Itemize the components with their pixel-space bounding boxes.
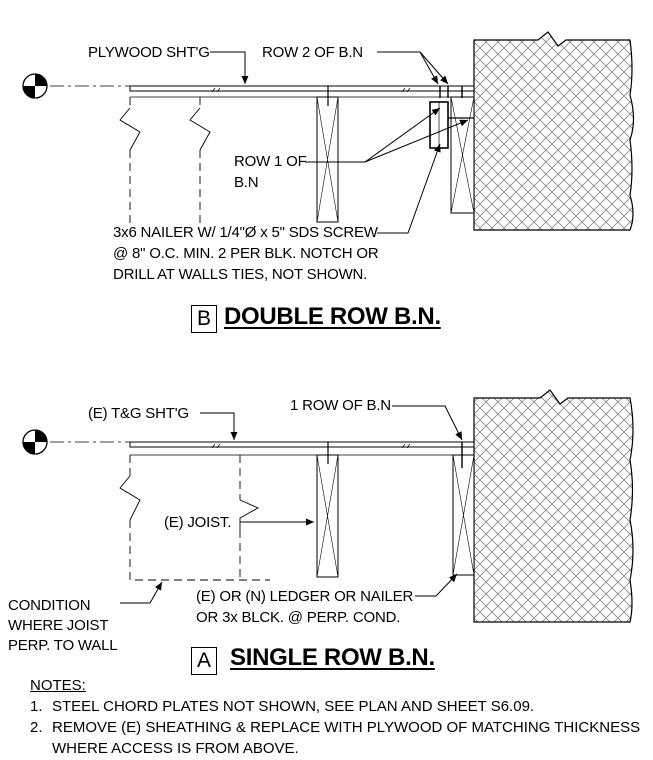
- note-text: STEEL CHORD PLATES NOT SHOWN, SEE PLAN A…: [52, 698, 535, 715]
- sheathing-grain-marks: [211, 87, 411, 93]
- tg-sheathing-label: (E) T&G SHT'G: [88, 405, 189, 422]
- row1-bn-label-line2: B.N: [234, 174, 259, 191]
- note-item: 1. STEEL CHORD PLATES NOT SHOWN, SEE PLA…: [30, 696, 640, 717]
- note-number: [30, 738, 52, 759]
- leaders-b: [210, 51, 469, 234]
- detail-b-drawing: [22, 31, 635, 234]
- concrete-wall-b: [473, 31, 635, 231]
- joist-break-left-b: [119, 107, 141, 151]
- detail-b-tag: B: [191, 305, 217, 333]
- joist-outline-a: [129, 455, 270, 581]
- condition-label-line2: WHERE JOIST: [8, 617, 109, 634]
- datum-symbol-b: [22, 73, 48, 99]
- ledger-label-line1: (E) OR (N) LEDGER OR NAILER: [196, 588, 414, 605]
- nailer-label-line3: DRILL AT WALLS TIES, NOT SHOWN.: [113, 266, 368, 283]
- row2-bn-label: ROW 2 OF B.N: [262, 44, 363, 61]
- condition-label-line3: PERP. TO WALL: [8, 637, 118, 654]
- nailer-label-line1: 3x6 NAILER W/ 1/4"Ø x 5" SDS SCREW: [113, 224, 378, 241]
- detail-b-title: DOUBLE ROW B.N.: [224, 303, 441, 330]
- detail-a-title: SINGLE ROW B.N.: [230, 644, 435, 671]
- joist-break-right-b: [189, 107, 211, 151]
- note-text: REMOVE (E) SHEATHING & REPLACE WITH PLYW…: [52, 719, 641, 736]
- ledger-label-line2: OR 3x BLCK. @ PERP. COND.: [196, 609, 401, 626]
- plywood-sheathing-label: PLYWOOD SHT'G: [88, 44, 210, 61]
- condition-label-line1: CONDITION: [8, 597, 91, 614]
- joist-label: (E) JOIST.: [164, 514, 232, 531]
- notes-block: NOTES: 1. STEEL CHORD PLATES NOT SHOWN, …: [30, 675, 640, 759]
- notes-heading: NOTES:: [30, 677, 86, 694]
- joist-break-right-a: [239, 499, 260, 530]
- nailer-label-line2: @ 8" O.C. MIN. 2 PER BLK. NOTCH OR: [113, 245, 379, 262]
- concrete-wall-a: [473, 389, 634, 623]
- detail-a-drawing: [22, 389, 634, 623]
- note-text: WHERE ACCESS IS FROM ABOVE.: [52, 740, 299, 757]
- note-number: 1.: [30, 698, 43, 715]
- detail-a-tag: A: [191, 647, 217, 675]
- one-row-bn-label: 1 ROW OF B.N: [290, 397, 391, 414]
- leaders-a: [120, 405, 463, 604]
- datum-symbol-a: [22, 429, 48, 455]
- joist-break-left-a: [119, 475, 141, 521]
- note-number: 2.: [30, 719, 43, 736]
- tg-sheathing: [129, 441, 475, 448]
- joist-outline-b: [129, 97, 201, 225]
- plywood-sheathing: [129, 85, 475, 92]
- row1-bn-label-line1: ROW 1 OF: [234, 153, 307, 170]
- tg-grain-marks: [211, 443, 411, 449]
- note-item: WHERE ACCESS IS FROM ABOVE.: [30, 738, 640, 759]
- note-item: 2. REMOVE (E) SHEATHING & REPLACE WITH P…: [30, 717, 640, 738]
